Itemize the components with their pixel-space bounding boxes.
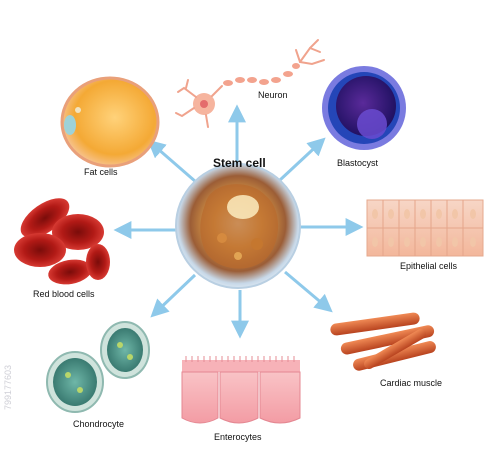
neuron — [175, 39, 325, 128]
red-blood-cells-label: Red blood cells — [33, 289, 95, 299]
stem-cell-label: Stem cell — [213, 156, 266, 170]
neuron-label: Neuron — [258, 90, 288, 100]
epithelial-cells-label: Epithelial cells — [400, 261, 458, 271]
stock-id-watermark: 799177603 — [3, 364, 13, 410]
arrow-blastocyst — [278, 137, 326, 182]
chondrocyte-label: Chondrocyte — [73, 419, 125, 429]
chondrocyte — [46, 321, 150, 413]
arrow-fat — [147, 139, 197, 184]
arrows — [113, 104, 364, 339]
cardiac-muscle-label: Cardiac muscle — [380, 378, 443, 388]
stem-cell — [175, 163, 301, 289]
blastocyst — [322, 66, 406, 150]
enterocytes-label: Enterocytes — [214, 432, 262, 442]
blastocyst-label: Blastocyst — [337, 158, 379, 168]
enterocytes — [181, 356, 301, 424]
cardiac-muscle — [330, 312, 436, 371]
epithelial-cells — [366, 199, 484, 257]
red-blood-cells — [14, 198, 110, 285]
fat-cell — [60, 76, 160, 168]
arrow-cardiac — [284, 270, 333, 313]
fat-cells-label: Fat cells — [84, 167, 118, 177]
arrow-chondrocyte — [150, 273, 197, 318]
